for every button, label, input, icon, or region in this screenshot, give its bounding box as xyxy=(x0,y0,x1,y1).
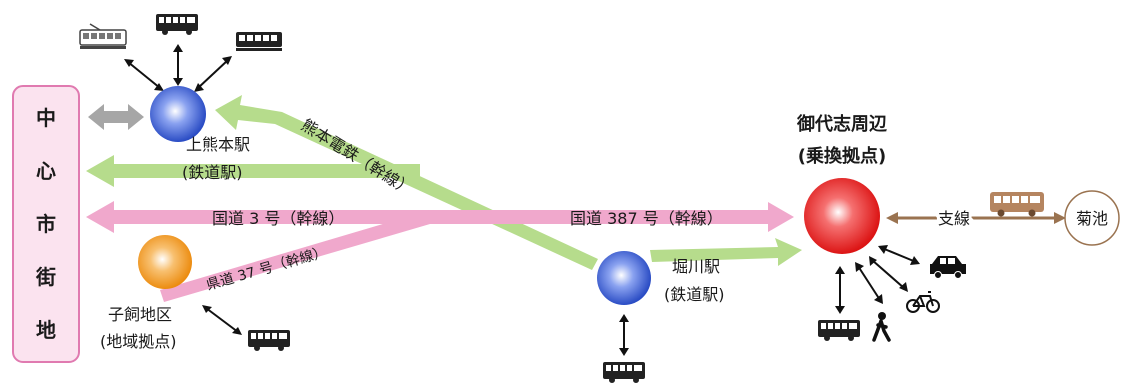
mishiro-name: 御代志周辺 xyxy=(796,113,887,135)
kamikumamoto-node xyxy=(150,86,206,142)
horikawa-to-mishiro-arrow xyxy=(650,238,802,266)
kumamoto-dentetsu-label: 熊本電鉄（幹線） xyxy=(298,115,417,199)
kikuchi-node xyxy=(1064,190,1120,246)
car-icon xyxy=(930,256,966,279)
walking-icon xyxy=(872,312,891,342)
horikawa-type: (鉄道駅) xyxy=(664,285,725,304)
bus-icon xyxy=(248,330,290,351)
bicycle-icon xyxy=(906,291,940,313)
kamikumamoto-type: (鉄道駅) xyxy=(182,163,243,182)
center-link-arrow xyxy=(88,104,144,130)
train-icon xyxy=(236,32,282,51)
mishiro-type: (乗換拠点) xyxy=(798,145,886,167)
kamikumamoto-mode-links xyxy=(127,48,229,89)
kikuchi-name: 菊池 xyxy=(1076,209,1108,228)
branch-label: 支線 xyxy=(938,209,970,228)
bus-icon xyxy=(603,362,645,383)
bus-icon xyxy=(990,192,1044,217)
kamikumamoto-name: 上熊本駅 xyxy=(186,135,250,154)
branch-arrow-left xyxy=(886,212,898,224)
route3-label: 国道 3 号（幹線） xyxy=(212,209,344,228)
horikawa-name: 堀川駅 xyxy=(672,257,720,276)
rail-to-center-arrow xyxy=(86,155,420,187)
center-char-2: 心 xyxy=(36,159,56,183)
mishiro-node xyxy=(804,178,880,254)
pref37-label: 県道 37 号（幹線） xyxy=(204,243,329,294)
bus-icon xyxy=(818,320,860,341)
center-char-4: 街 xyxy=(35,265,56,289)
kumamoto-dentetsu-arrow xyxy=(215,95,598,270)
center-char-5: 地 xyxy=(36,318,56,342)
bus-icon xyxy=(156,14,198,35)
branch-arrow-right xyxy=(1054,212,1066,224)
center-district-box xyxy=(12,85,80,363)
center-char-1: 中 xyxy=(36,106,56,130)
kogai-node xyxy=(138,235,192,289)
kogai-type: (地域拠点) xyxy=(100,332,177,351)
kogai-name: 子飼地区 xyxy=(108,305,172,324)
tram-icon xyxy=(79,23,127,50)
pref37-road xyxy=(160,210,430,302)
center-char-3: 市 xyxy=(36,212,56,236)
route387-arrow xyxy=(430,202,794,232)
horikawa-node xyxy=(597,251,651,305)
route387-label: 国道 387 号（幹線） xyxy=(570,209,723,228)
route3-arrow xyxy=(86,201,430,233)
